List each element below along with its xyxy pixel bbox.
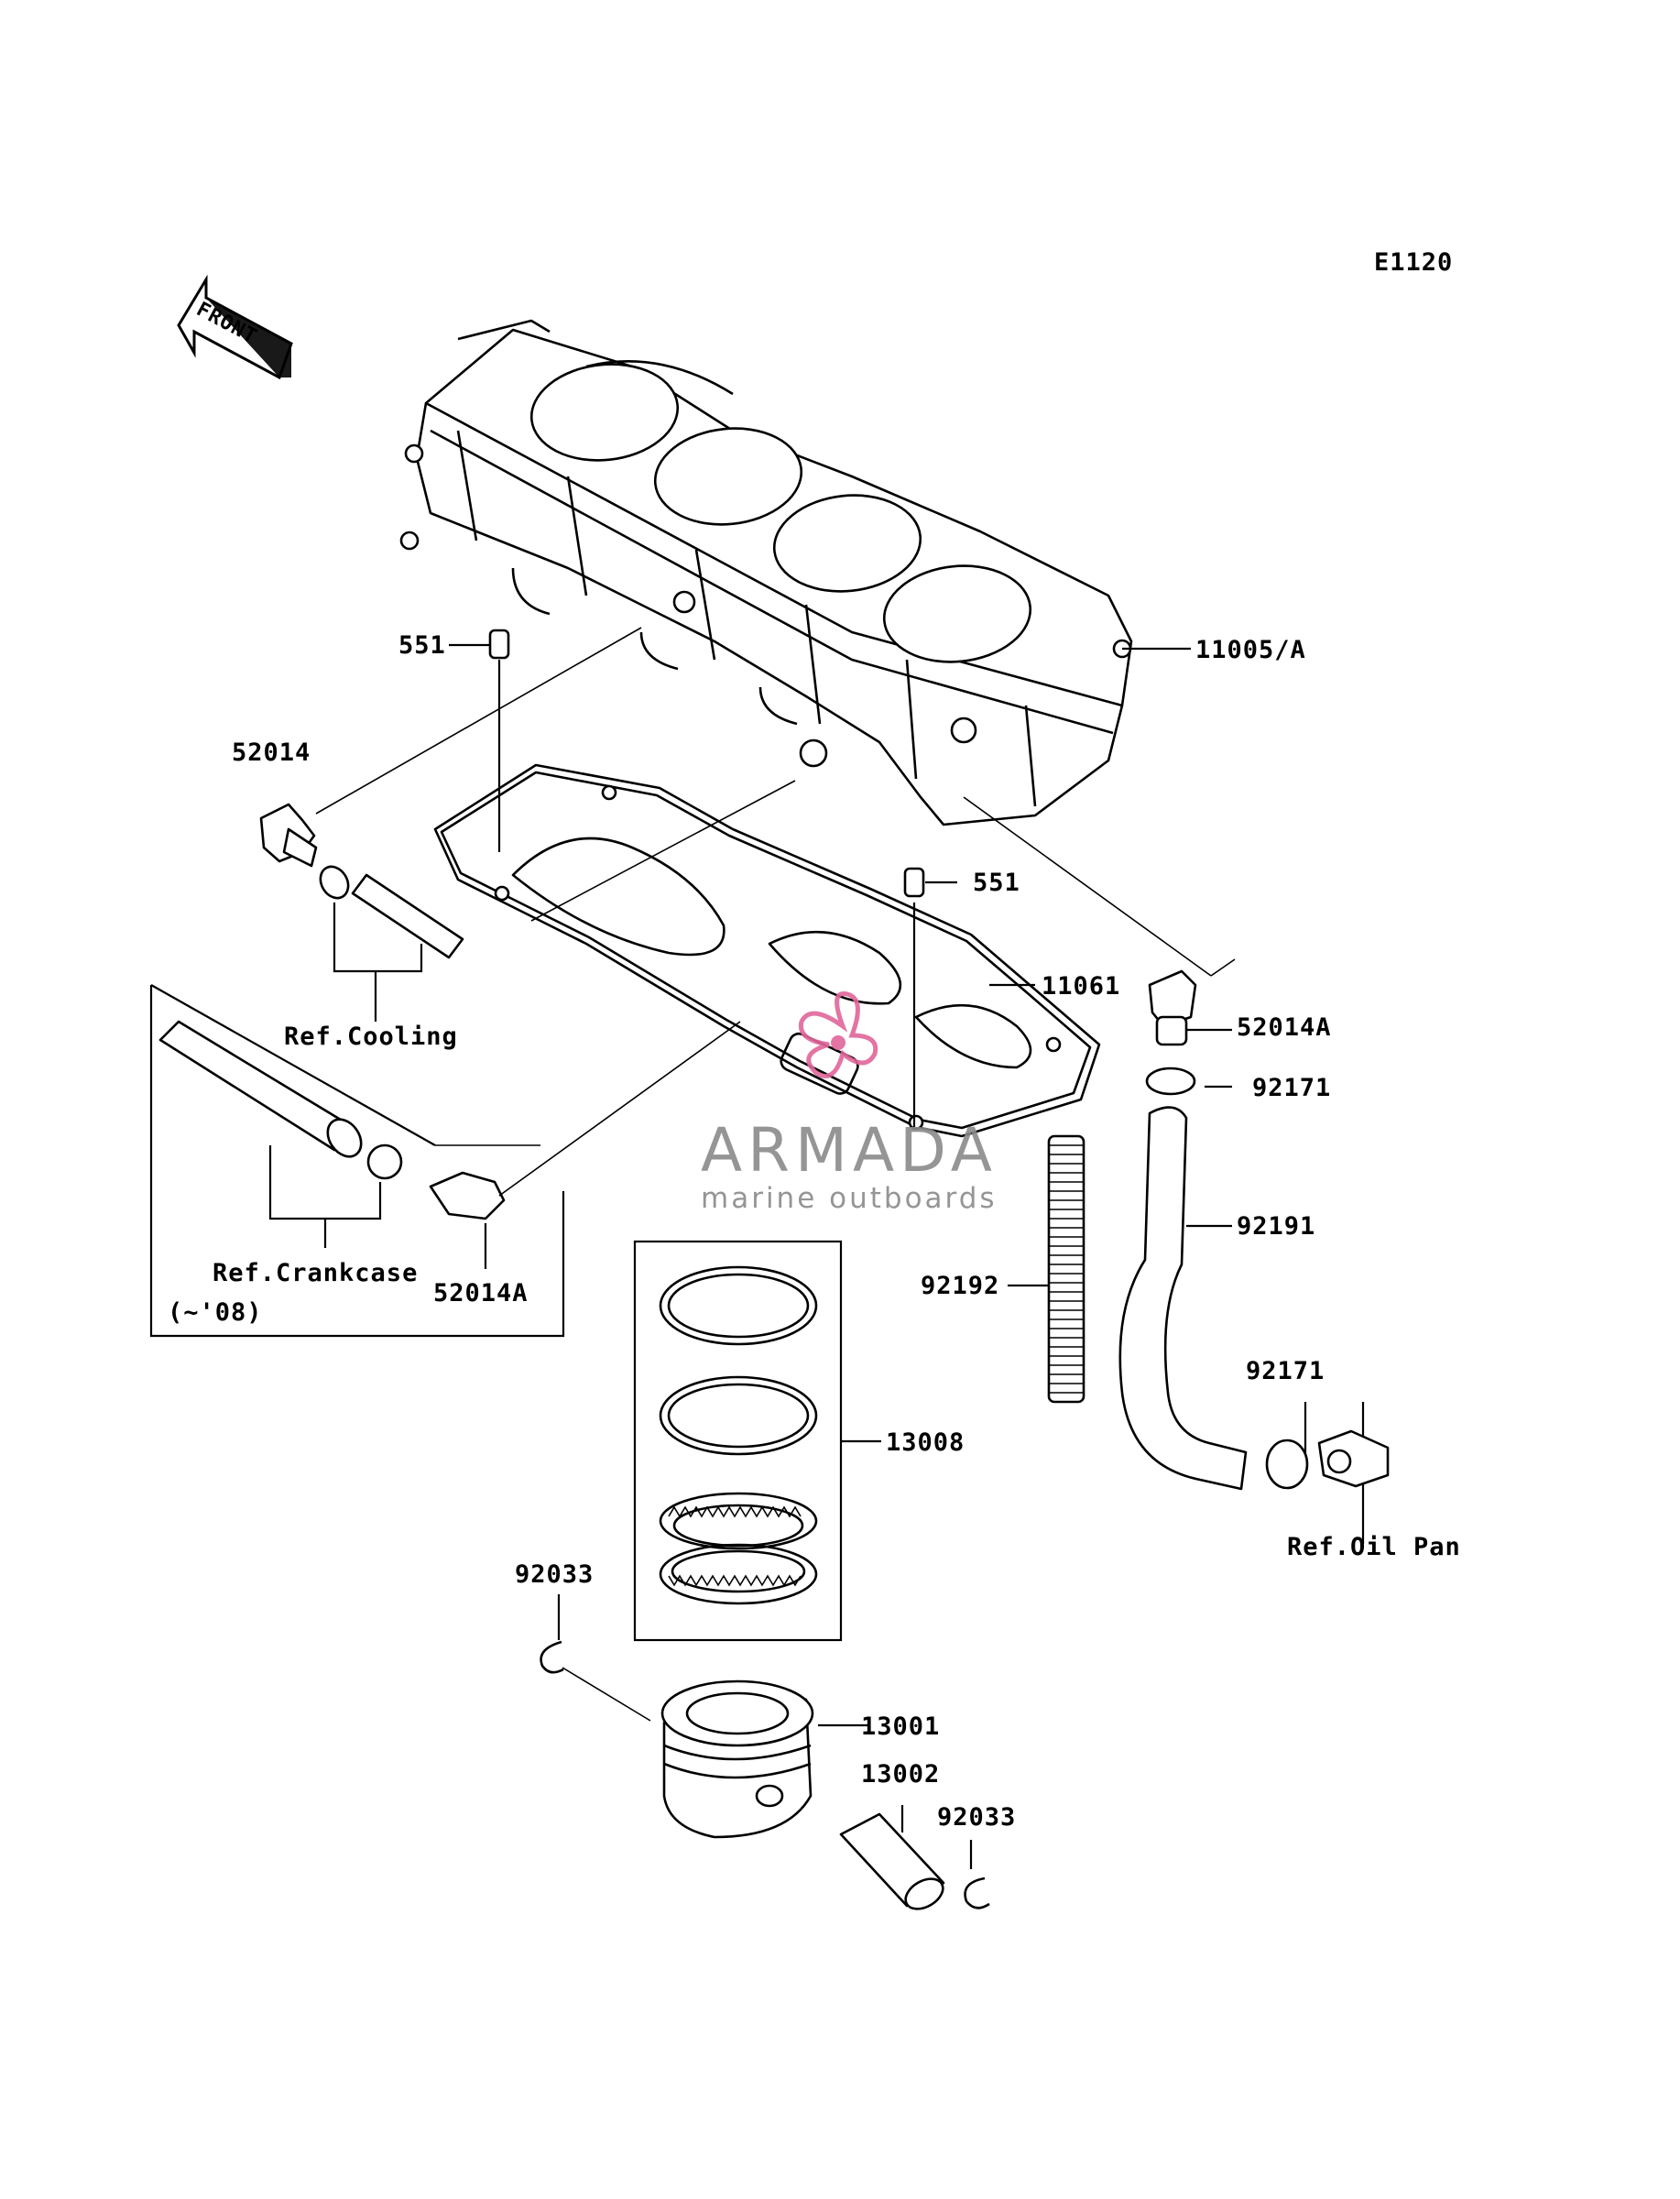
crankcase-inset [149,984,741,1338]
label-92033-left: 92033 [515,1560,594,1589]
oil-pan-fitting [1317,1429,1390,1488]
fitting-52014 [259,803,318,868]
label-92033-right: 92033 [937,1803,1016,1832]
ref-cooling-bracket [333,903,423,1022]
front-arrow-icon: FRONT [177,274,293,380]
label-92192: 92192 [921,1272,999,1300]
label-551-lower: 551 [973,869,1020,897]
circlip-92033-right [964,1876,990,1909]
leader-lines [315,627,1365,1869]
watermark: ARMADA marine outboards [701,990,998,1215]
label-52014: 52014 [232,738,311,767]
clamp-92171-lower [1265,1439,1309,1490]
piston-pin-13002 [839,1812,945,1910]
diagram-code: E1120 [1374,248,1453,277]
clamp-92171-upper [1145,1067,1196,1096]
label-52014A: 52014A [1237,1013,1332,1042]
dowel-pin-upper [488,629,510,660]
fitting-52014A [1148,969,1197,1046]
hose-92191 [1118,1106,1248,1491]
tube-92192 [1047,1134,1085,1404]
label-11061: 11061 [1042,972,1120,1001]
label-92171-lower: 92171 [1246,1357,1325,1385]
piston-ring-set [633,1240,843,1642]
hose-cooling [351,873,464,959]
circlip-92033-left [540,1640,564,1674]
watermark-logo-icon [798,990,878,1078]
label-ref-cooling: Ref.Cooling [284,1023,458,1051]
label-13002: 13002 [861,1760,940,1789]
label-92171-upper: 92171 [1252,1074,1331,1102]
label-92191: 92191 [1237,1212,1315,1241]
label-551-upper: 551 [398,631,446,660]
label-13008: 13008 [886,1428,965,1457]
label-13001: 13001 [861,1712,940,1741]
cylinder-block [399,319,1133,826]
label-ref-crankcase: Ref.Crankcase [213,1259,418,1287]
label-52014A-inset: 52014A [433,1279,529,1307]
label-ref-oil-pan: Ref.Oil Pan [1287,1533,1461,1561]
cylinder-head-gasket [433,763,1101,1138]
dowel-pin-lower [903,867,925,898]
part-labels: 551 11005/A 52014 551 11061 Ref.Cooling … [168,631,1461,1832]
clamp-cooling [319,865,350,900]
watermark-subtitle: marine outboards [701,1182,998,1215]
piston-13001 [660,1679,814,1839]
label-11005A: 11005/A [1195,636,1306,664]
watermark-title: ARMADA [701,1115,998,1186]
label-crankcase-note: (~'08) [168,1298,263,1327]
